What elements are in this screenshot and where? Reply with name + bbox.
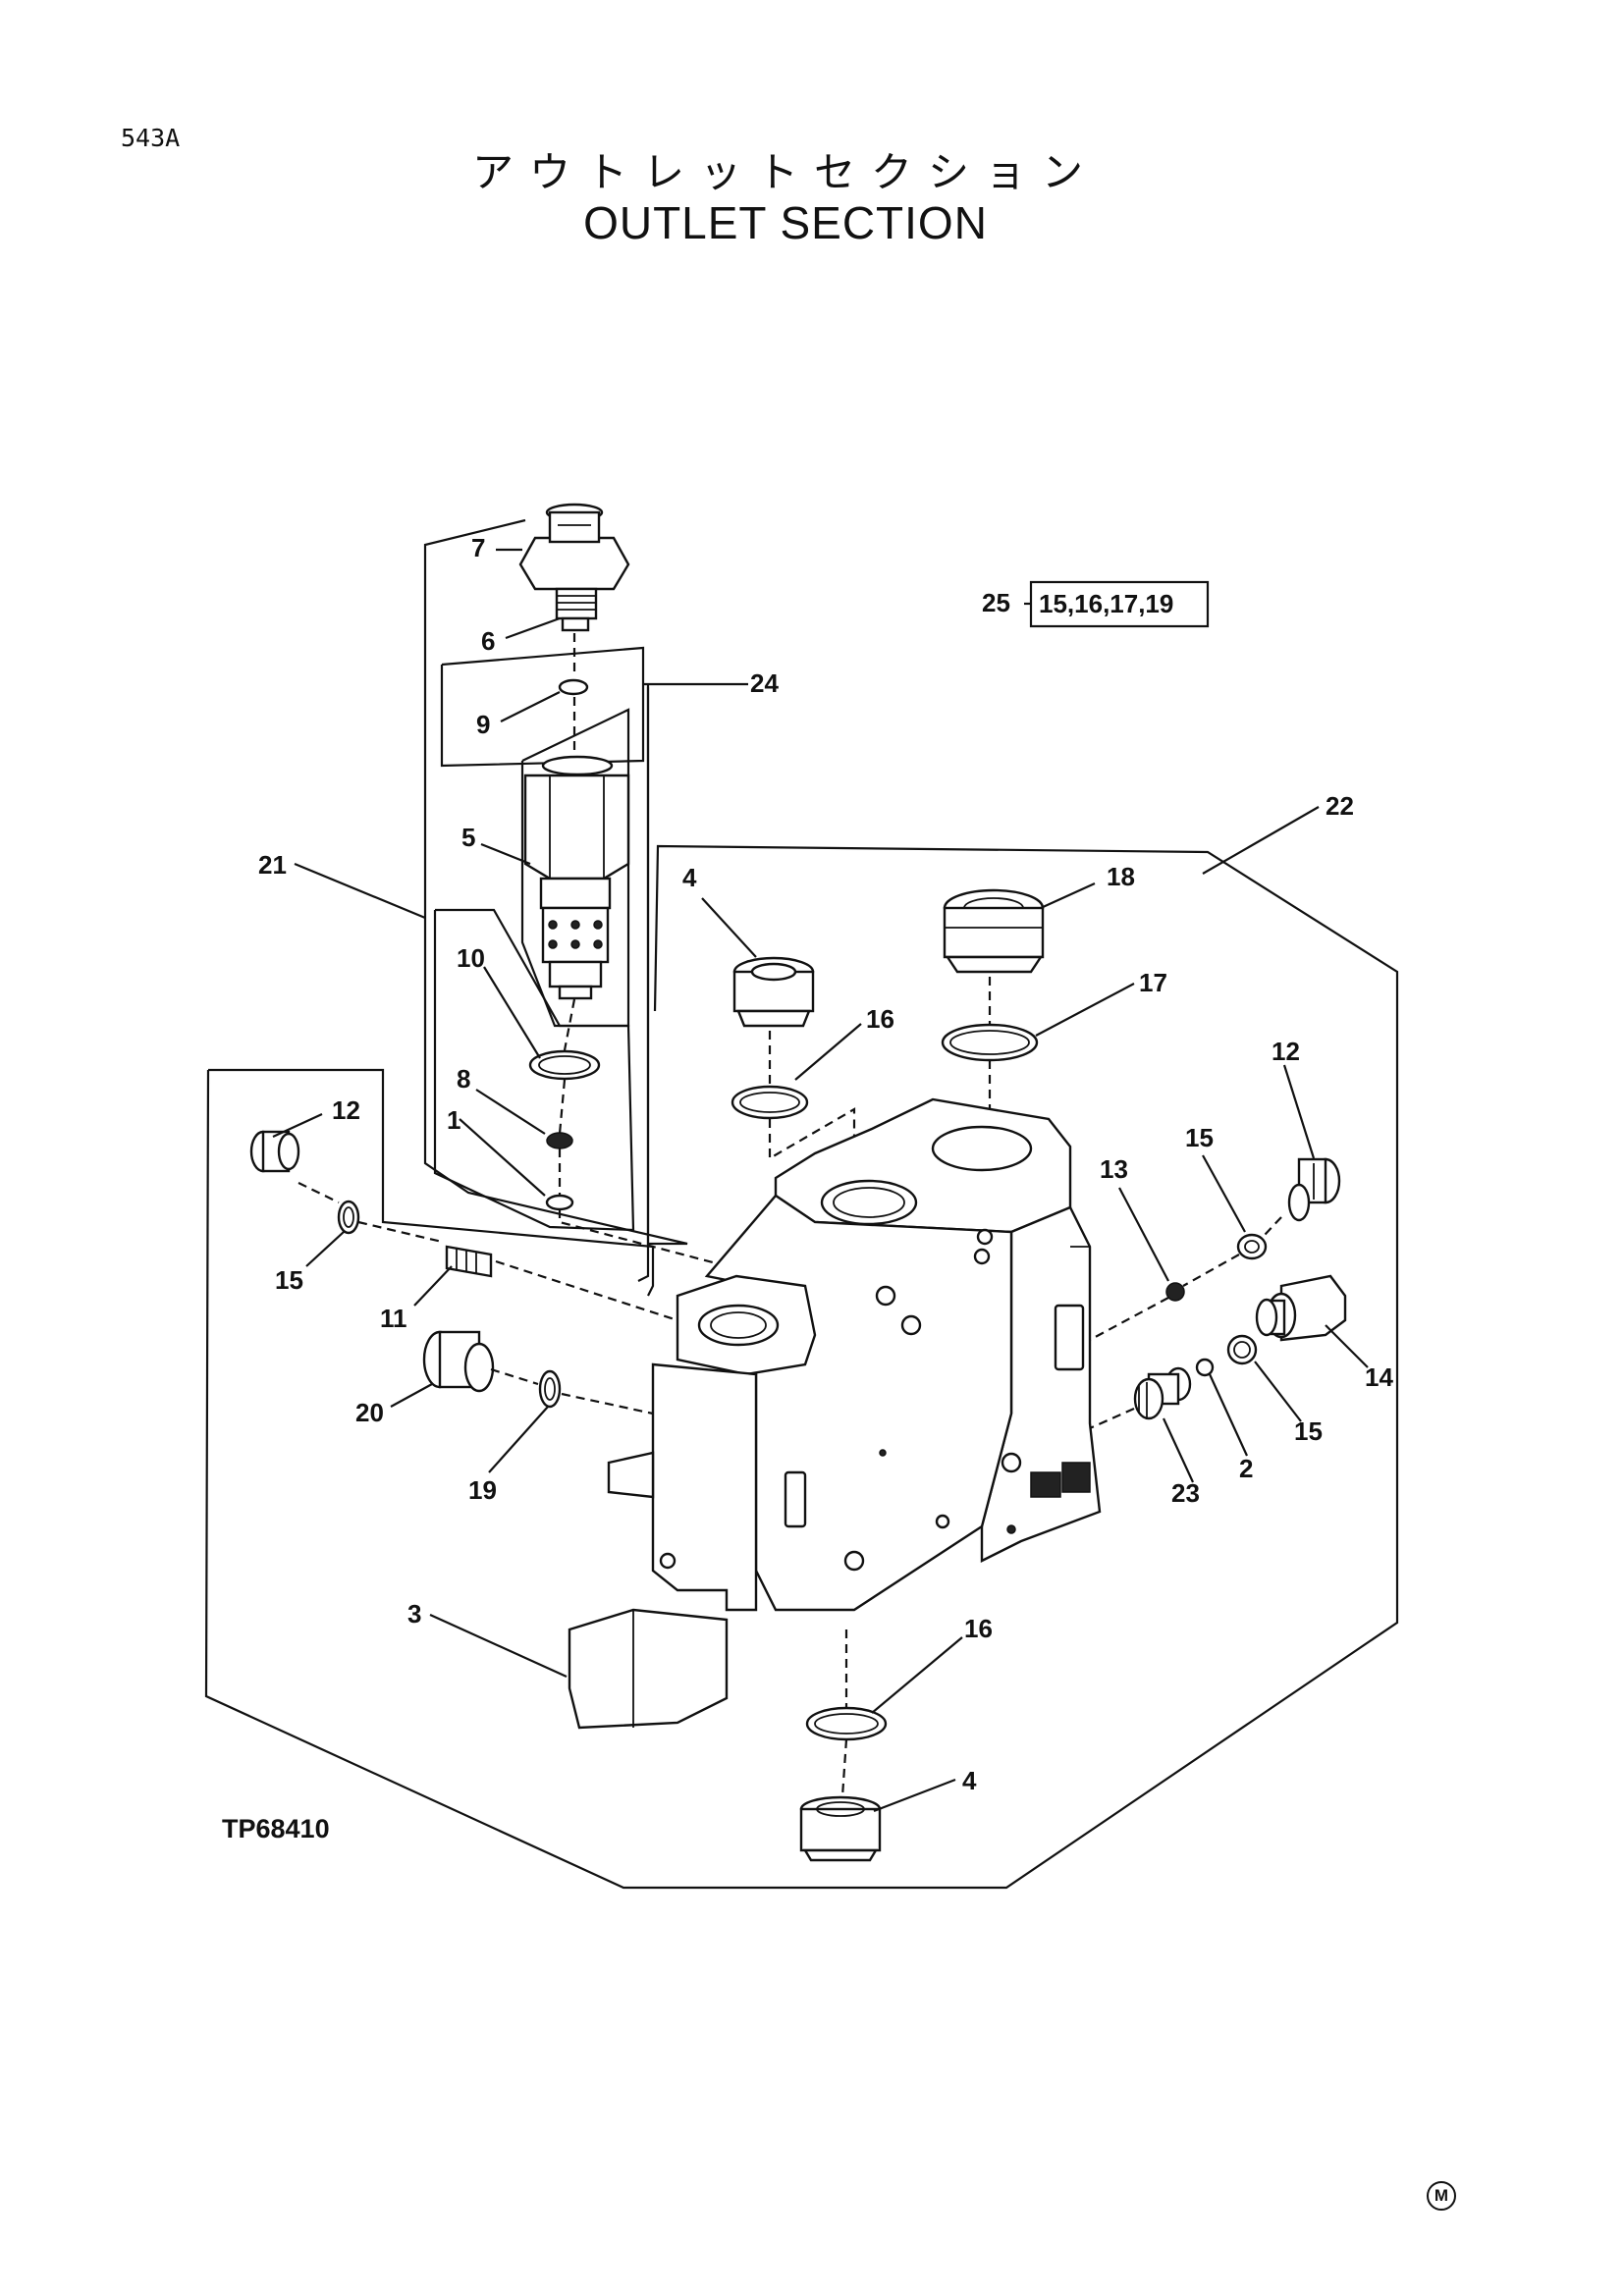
callout-4-bottom: 4 xyxy=(962,1766,977,1795)
callout-21: 21 xyxy=(258,850,287,880)
callout-6: 6 xyxy=(481,626,495,656)
callout-14: 14 xyxy=(1365,1362,1393,1392)
part-7-adjust-screw xyxy=(518,503,630,620)
part-4-plug-top xyxy=(732,956,815,1028)
callout-15-right-top: 15 xyxy=(1185,1123,1214,1152)
part-11-pin xyxy=(445,1245,493,1278)
figure-id: TP68410 xyxy=(222,1814,330,1843)
callout-16-top: 16 xyxy=(866,1004,894,1034)
set-note-box xyxy=(1029,580,1210,628)
part-12-plug-left xyxy=(249,1130,300,1173)
part-2-ball xyxy=(1195,1358,1215,1377)
callout-13: 13 xyxy=(1100,1154,1128,1184)
callout-7: 7 xyxy=(471,533,485,562)
part-16-oring-bottom xyxy=(805,1706,888,1741)
callout-25: 25 xyxy=(982,588,1010,617)
part-15-ring-left xyxy=(337,1200,360,1235)
callout-12-left: 12 xyxy=(332,1095,360,1125)
callout-15-left: 15 xyxy=(275,1265,303,1295)
callout-11: 11 xyxy=(380,1304,407,1333)
callout-2: 2 xyxy=(1239,1454,1253,1483)
callout-15-right-bottom: 15 xyxy=(1294,1416,1323,1446)
part-20-plug xyxy=(422,1330,495,1393)
callout-24: 24 xyxy=(750,668,779,698)
part-14-fitting xyxy=(1255,1274,1347,1342)
part-4-plug-bottom xyxy=(799,1795,882,1862)
callout-10: 10 xyxy=(457,943,485,973)
part-13-ball xyxy=(1165,1282,1185,1302)
part-5-valve-body xyxy=(523,755,630,1000)
corner-mark: M xyxy=(1427,2181,1456,2211)
group-outline-left xyxy=(208,1068,655,1297)
part-8 xyxy=(546,1132,573,1149)
callout-20: 20 xyxy=(355,1398,384,1427)
part-15-ring-right-top xyxy=(1236,1233,1268,1260)
title-japanese: アウトレットセクション xyxy=(471,148,1099,196)
part-12-plug-right xyxy=(1287,1157,1341,1222)
callout-9: 9 xyxy=(476,710,490,739)
part-23-plug xyxy=(1133,1366,1192,1420)
group-outline-24 xyxy=(440,646,645,768)
part-9-ring xyxy=(558,678,589,696)
part-15-ring-right-bottom xyxy=(1226,1334,1258,1365)
part-3-valve-body xyxy=(568,1097,1102,1730)
part-16-oring-top xyxy=(731,1085,809,1120)
callout-23: 23 xyxy=(1171,1478,1200,1508)
part-18-plug xyxy=(943,888,1045,974)
callout-18: 18 xyxy=(1107,862,1135,891)
group-outline-22 xyxy=(204,844,1399,1890)
callout-3: 3 xyxy=(407,1599,421,1629)
group-outline-10 xyxy=(433,908,635,1232)
title-english: OUTLET SECTION xyxy=(583,197,988,248)
callout-16-bottom: 16 xyxy=(964,1614,993,1643)
part-1 xyxy=(545,1194,574,1211)
callout-5: 5 xyxy=(461,823,475,852)
callout-8: 8 xyxy=(457,1064,470,1094)
page-code: 543A xyxy=(121,124,181,152)
callout-22: 22 xyxy=(1326,791,1354,821)
callout-19: 19 xyxy=(468,1475,497,1505)
group-outline-21-inner xyxy=(637,687,650,1282)
part-6 xyxy=(561,616,590,632)
callout-17: 17 xyxy=(1139,968,1167,997)
callout-1: 1 xyxy=(447,1105,460,1135)
callout-12-right: 12 xyxy=(1272,1037,1300,1066)
part-19-ring xyxy=(538,1369,562,1409)
callout-4-top: 4 xyxy=(682,863,697,892)
set-note-parts: 15,16,17,19 xyxy=(1039,589,1173,618)
